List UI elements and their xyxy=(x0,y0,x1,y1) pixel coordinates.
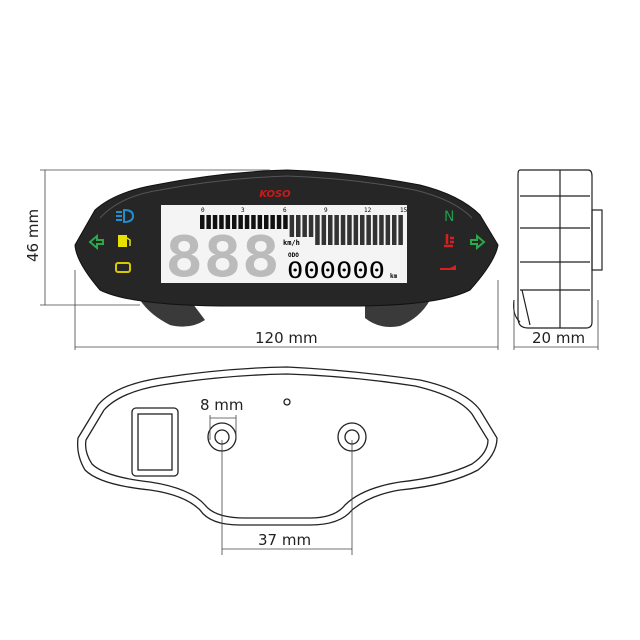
left-turn-icon xyxy=(88,233,104,251)
connector xyxy=(131,407,179,477)
width-dimension: 120 mm xyxy=(255,329,318,347)
high-beam-icon xyxy=(116,208,135,224)
tach-label: 15 xyxy=(400,207,408,214)
rear-view xyxy=(77,366,498,526)
tach-segment xyxy=(379,215,384,245)
tach-segment xyxy=(238,215,243,229)
speed-readout: 888 xyxy=(165,225,280,290)
coolant-temp-icon xyxy=(444,234,454,248)
tachometer-bar xyxy=(200,215,403,245)
depth-dimension: 20 mm xyxy=(532,329,585,347)
tach-segment xyxy=(219,215,224,229)
tach-segment xyxy=(270,215,275,229)
tach-label: 3 xyxy=(241,207,245,214)
tach-label: 12 xyxy=(364,207,372,214)
tach-segment xyxy=(328,215,333,245)
fuel-icon xyxy=(118,235,131,247)
oil-pressure-icon xyxy=(440,265,456,270)
odometer-readout: 000000 xyxy=(287,259,385,284)
tach-segment xyxy=(372,215,378,245)
odo-unit: km xyxy=(390,273,398,280)
tach-segment xyxy=(289,215,295,237)
dimension-lines xyxy=(40,169,599,555)
tach-segment xyxy=(321,215,327,245)
tach-segment xyxy=(257,215,263,229)
tach-label: 6 xyxy=(283,207,287,214)
tach-segment xyxy=(264,215,269,229)
tach-segment xyxy=(296,215,301,237)
tach-segment xyxy=(315,215,320,245)
hole-dimension: 8 mm xyxy=(200,396,244,414)
tach-segment xyxy=(200,215,205,229)
tach-segment xyxy=(366,215,371,245)
front-view: KOSO 0 3 6 9 12 15 888 km/h ODO 000000 k… xyxy=(74,169,499,327)
tach-segment xyxy=(308,215,314,237)
brand-logo: KOSO xyxy=(259,189,291,200)
tach-segment xyxy=(392,215,397,245)
tach-segment xyxy=(353,215,359,245)
side-view xyxy=(513,169,603,329)
tach-segment xyxy=(225,215,231,229)
tach-segment xyxy=(206,215,211,229)
tach-segment xyxy=(385,215,391,245)
tach-segment xyxy=(302,215,307,237)
odo-label: ODO xyxy=(288,252,299,259)
right-turn-icon xyxy=(470,233,486,251)
hole-spacing-dimension: 37 mm xyxy=(258,531,311,549)
tach-segment xyxy=(340,215,346,245)
mount-left xyxy=(140,300,205,327)
neutral-indicator: N xyxy=(444,209,454,225)
tach-segment xyxy=(232,215,237,229)
tach-segment xyxy=(212,215,218,229)
check-engine-icon xyxy=(115,262,131,273)
speed-unit: km/h xyxy=(283,239,300,247)
tach-segment xyxy=(276,215,282,229)
tach-segment xyxy=(251,215,256,229)
tach-label: 0 xyxy=(201,207,205,214)
tach-label: 9 xyxy=(324,207,328,214)
height-dimension: 46 mm xyxy=(24,209,42,262)
tach-segment xyxy=(398,215,403,245)
tach-segment xyxy=(244,215,250,229)
mount-right xyxy=(365,300,430,327)
tach-segment xyxy=(334,215,339,245)
tach-segment xyxy=(347,215,352,245)
tach-segment xyxy=(283,215,288,229)
tach-segment xyxy=(360,215,365,245)
